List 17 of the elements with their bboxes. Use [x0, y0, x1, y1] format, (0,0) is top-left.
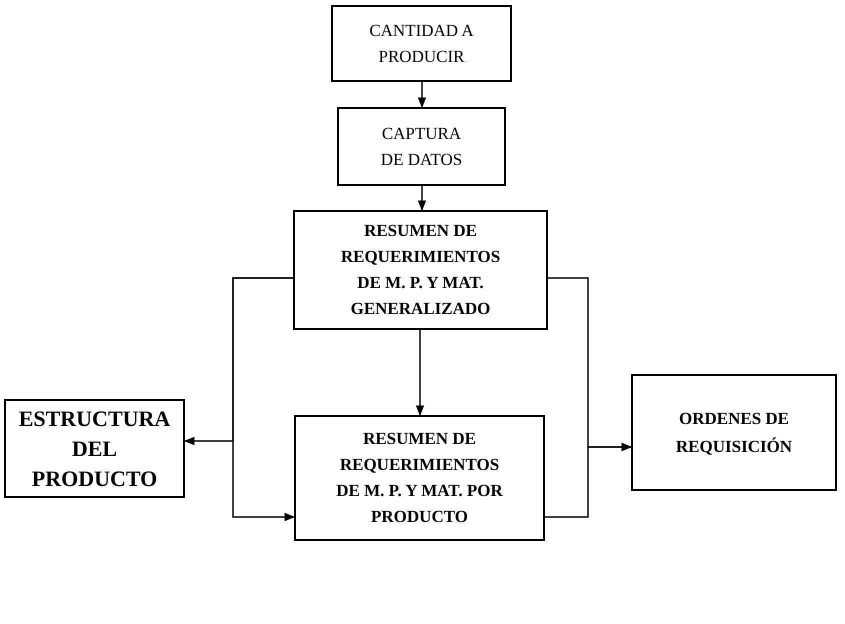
box-text: ORDENES DE REQUISICIÓN	[674, 408, 794, 458]
box-text: ESTRUCTURA DEL PRODUCTO	[18, 404, 172, 492]
box-text: RESUMEN DE REQUERIMIENTOS DE M. P. Y MAT. GENERALIZADO	[340, 220, 502, 320]
process-box	[331, 5, 512, 82]
box-text: CAPTURA DE DATOS	[380, 123, 464, 170]
process-box	[293, 210, 548, 330]
arrow	[545, 442, 632, 518]
arrow	[418, 186, 426, 212]
arrow	[418, 82, 426, 108]
process-box	[4, 399, 185, 498]
arrow	[416, 330, 424, 416]
arrow	[232, 277, 296, 522]
process-box	[294, 415, 545, 541]
process-box	[337, 107, 506, 186]
box-text: CANTIDAD A PRODUCIR	[368, 20, 475, 68]
box-text: RESUMEN DE REQUERIMIENTOS DE M. P. Y MAT. POR PRODUCTO	[335, 428, 504, 528]
process-box	[631, 374, 837, 491]
